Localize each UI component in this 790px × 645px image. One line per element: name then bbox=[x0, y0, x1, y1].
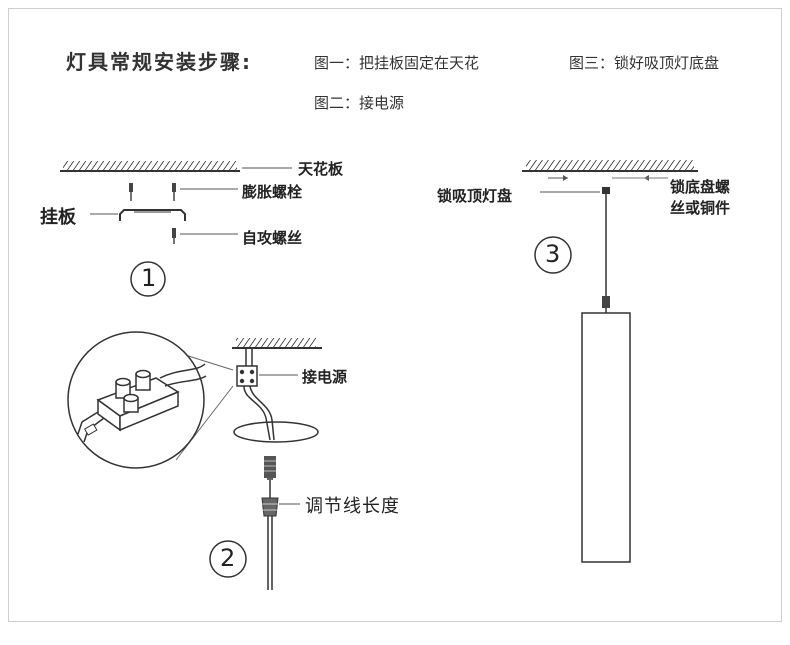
label-anchor-bolt: 膨胀螺栓 bbox=[242, 183, 303, 201]
step-2-number: 2 bbox=[220, 544, 236, 572]
terminal-block-detail bbox=[96, 369, 180, 432]
self-tapping-screw bbox=[172, 228, 176, 244]
pendant-tube bbox=[581, 312, 631, 563]
figure-1-plate-install bbox=[60, 161, 292, 297]
step-1-caption: 图一：把挂板固定在天花 bbox=[314, 54, 480, 72]
canopy-block bbox=[602, 187, 610, 194]
label-self-tapping-screw: 自攻螺丝 bbox=[242, 229, 303, 247]
step-3-caption: 图三：锁好吸顶灯底盘 bbox=[569, 54, 720, 72]
label-connect-power: 接电源 bbox=[302, 368, 348, 386]
step-3-circle bbox=[534, 236, 572, 274]
ceiling-hatch-2 bbox=[236, 338, 316, 347]
length-adjuster bbox=[261, 497, 279, 517]
terminal-block-small bbox=[236, 365, 258, 387]
label-lock-screw-line2: 丝或铜件 bbox=[670, 199, 731, 217]
label-adjust-length: 调节线长度 bbox=[305, 496, 400, 517]
figure-3-pendant bbox=[522, 160, 698, 563]
step-3-number: 3 bbox=[545, 240, 561, 268]
hanging-plate bbox=[119, 209, 186, 221]
label-lock-screw-line1: 锁底盘螺 bbox=[670, 178, 731, 196]
label-ceiling: 天花板 bbox=[298, 160, 344, 178]
wire-grip bbox=[602, 296, 610, 308]
ceiling-hole bbox=[233, 421, 319, 443]
diagram-frame bbox=[8, 8, 782, 622]
figure-2-wiring bbox=[67, 331, 322, 590]
step-1-number: 1 bbox=[141, 264, 157, 292]
ceiling-hatch-1 bbox=[63, 161, 237, 170]
anchor-bolt-left bbox=[129, 183, 133, 201]
label-hanging-plate: 挂板 bbox=[40, 207, 76, 228]
label-lock-canopy: 锁吸顶灯盘 bbox=[437, 187, 513, 205]
ceiling-hatch-3 bbox=[526, 160, 694, 170]
cable-grip-top bbox=[264, 456, 276, 478]
step-2-caption: 图二：接电源 bbox=[314, 94, 405, 112]
page-title: 灯具常规安装步骤: bbox=[66, 50, 252, 74]
step-1-circle bbox=[130, 261, 166, 297]
step-2-circle bbox=[209, 540, 247, 578]
anchor-bolt-right bbox=[172, 183, 176, 201]
